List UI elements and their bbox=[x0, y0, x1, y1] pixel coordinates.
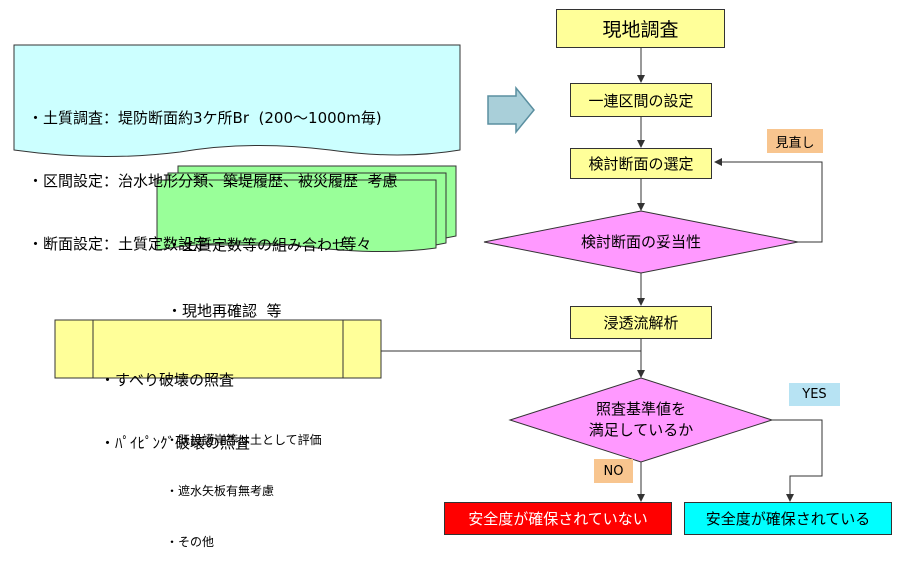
decision-criteria: 照査基準値を 満足しているか bbox=[560, 398, 722, 442]
review-label: 見直し bbox=[767, 129, 823, 153]
survey-note-text: ・土質調査：堤防断面約3ケ所Br (200～1000m毎) ・区間設定：治水地形… bbox=[28, 66, 398, 276]
combo-note-text: ・土質定数等の組み合わせ ・現地再確認 等 bbox=[167, 190, 347, 344]
misc-note-line-3: ・その他 bbox=[166, 535, 215, 549]
step-section-setting: 一連区間の設定 bbox=[570, 83, 712, 117]
flowchart-canvas bbox=[13, 44, 823, 502]
yes-label: YES bbox=[789, 383, 840, 406]
check-line-1: ・すべり破壊の照査 bbox=[100, 371, 234, 389]
result-secured: 安全度が確保されている bbox=[684, 502, 892, 535]
misc-note-line-2: ・遮水矢板有無考慮 bbox=[166, 484, 275, 498]
misc-note-line-1: ・既設護岸等は土として評価 bbox=[166, 433, 322, 447]
decision-validity-text: 検討断面の妥当性 bbox=[580, 232, 701, 251]
check-line-2: ・ﾊﾟｲﾋﾟﾝｸﾞ破壊の照査 bbox=[100, 434, 251, 452]
combo-note-front bbox=[156, 179, 437, 253]
misc-note: ・既設護岸等は土として評価 ・遮水矢板有無考慮 ・その他 bbox=[166, 398, 322, 568]
survey-note-shape bbox=[13, 44, 461, 158]
survey-note-line-3: ・断面設定：土質定数設定 等々 bbox=[28, 235, 372, 253]
result-not-secured: 安全度が確保されていない bbox=[444, 502, 672, 535]
decision-criteria-line-2: 満足しているか bbox=[588, 421, 694, 439]
check-box-text: ・すべり破壊の照査 ・ﾊﾟｲﾋﾟﾝｸﾞ破壊の照査 bbox=[100, 328, 250, 475]
step-site-survey: 現地調査 bbox=[556, 9, 725, 48]
step-section-selection: 検討断面の選定 bbox=[570, 148, 712, 179]
no-label: NO bbox=[594, 459, 633, 483]
step-seepage-analysis: 浸透流解析 bbox=[570, 306, 712, 339]
decision-validity: 検討断面の妥当性 bbox=[534, 226, 748, 258]
decision-criteria-line-1: 照査基準値を bbox=[595, 400, 686, 418]
survey-note-line-2: ・区間設定：治水地形分類、築堤履歴、被災履歴 考慮 bbox=[28, 172, 398, 190]
survey-note-line-1: ・土質調査：堤防断面約3ケ所Br (200～1000m毎) bbox=[28, 109, 382, 127]
combo-note-line-2: ・現地再確認 等 bbox=[167, 302, 282, 320]
combo-note-line-1: ・土質定数等の組み合わせ bbox=[167, 236, 348, 254]
block-arrow-icon bbox=[487, 85, 535, 135]
check-box bbox=[54, 319, 382, 379]
